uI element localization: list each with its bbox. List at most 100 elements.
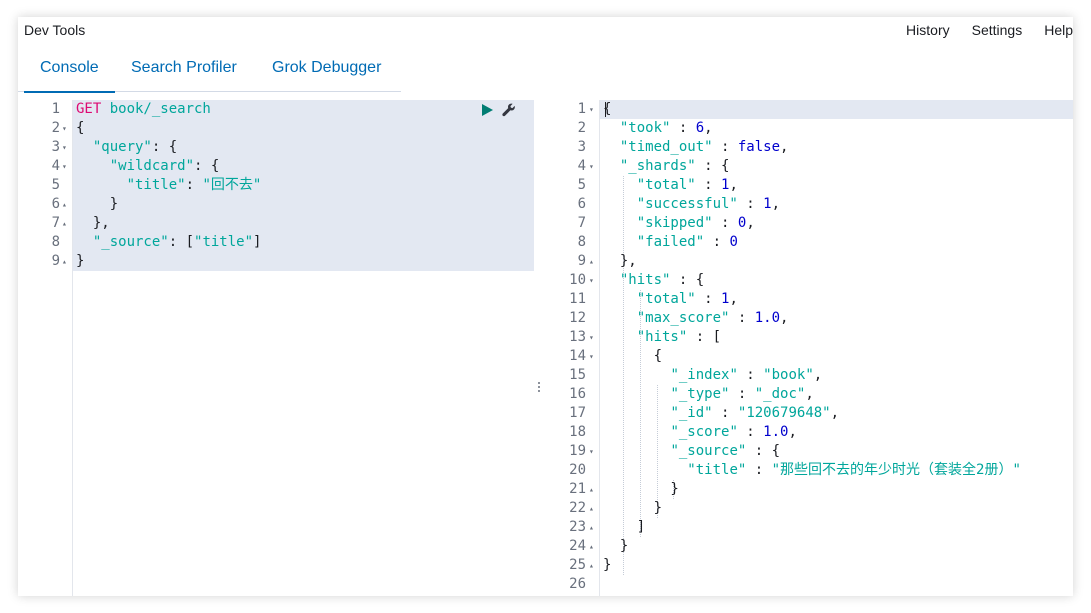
- line-number: 19: [569, 443, 586, 459]
- tab-search-profiler[interactable]: Search Profiler: [131, 59, 237, 76]
- code-token: "_shards": [619, 158, 696, 174]
- code-token: GET: [76, 101, 110, 117]
- code-token: [603, 215, 637, 231]
- code-text: }: [603, 556, 611, 575]
- fold-close-icon[interactable]: ▴: [589, 485, 594, 494]
- fold-open-icon[interactable]: ▾: [589, 447, 594, 456]
- code-token: : {: [670, 272, 705, 288]
- fold-open-icon[interactable]: ▾: [62, 162, 67, 171]
- line-number: 5: [51, 177, 60, 193]
- fold-open-icon[interactable]: ▾: [589, 352, 594, 361]
- app-title: Dev Tools: [24, 22, 86, 38]
- code-token: : {: [151, 139, 178, 155]
- code-token: "_score": [670, 424, 738, 440]
- line-number: 2: [51, 120, 60, 136]
- response-line: 24▴ }: [549, 537, 1073, 556]
- code-token: 1.0: [763, 424, 789, 440]
- pane-resizer[interactable]: [536, 380, 542, 396]
- fold-open-icon[interactable]: ▾: [62, 124, 67, 133]
- code-token: [603, 291, 637, 307]
- code-token: "回不去": [202, 177, 262, 193]
- code-token: ,: [729, 291, 738, 307]
- code-token: ,: [780, 310, 789, 326]
- code-text: GET book/_search: [76, 100, 211, 119]
- code-token: [603, 139, 620, 155]
- wrench-icon[interactable]: [502, 103, 516, 117]
- line-number: 18: [569, 424, 586, 440]
- code-text: "skipped" : 0,: [603, 214, 755, 233]
- code-token: ,: [805, 386, 814, 402]
- line-number: 20: [569, 462, 586, 478]
- code-token: [603, 405, 670, 421]
- fold-close-icon[interactable]: ▴: [589, 542, 594, 551]
- response-line: 20 "title" : "那些回不去的年少时光（套装全2册）": [549, 461, 1073, 480]
- code-token: "_id": [670, 405, 713, 421]
- code-token: {: [76, 120, 85, 136]
- code-token: [603, 386, 670, 402]
- settings-link[interactable]: Settings: [971, 22, 1023, 38]
- line-number: 13: [569, 329, 586, 345]
- tab-console[interactable]: Console: [24, 59, 115, 93]
- response-line: 17 "_id" : "120679648",: [549, 404, 1073, 423]
- play-icon[interactable]: [480, 103, 494, 117]
- code-token: [76, 158, 110, 174]
- request-line: 5 "title": "回不去": [22, 176, 534, 195]
- line-number: 22: [569, 500, 586, 516]
- code-text: },: [603, 252, 637, 271]
- code-token: : [: [687, 329, 722, 345]
- fold-open-icon[interactable]: ▾: [62, 143, 67, 152]
- code-token: book/_search: [109, 101, 211, 117]
- code-text: "_shards" : {: [603, 157, 730, 176]
- response-line: 2 "took" : 6,: [549, 119, 1073, 138]
- help-link[interactable]: Help: [1044, 22, 1073, 38]
- top-links: History Settings Help: [884, 22, 1073, 38]
- fold-open-icon[interactable]: ▾: [589, 105, 594, 114]
- code-text: "successful" : 1,: [603, 195, 780, 214]
- code-text: "_score" : 1.0,: [603, 423, 797, 442]
- fold-close-icon[interactable]: ▴: [589, 523, 594, 532]
- code-token: "timed_out": [619, 139, 713, 155]
- code-token: "hits": [636, 329, 688, 345]
- response-highlight: [549, 100, 1073, 119]
- code-token: }: [76, 196, 119, 212]
- fold-open-icon[interactable]: ▾: [589, 276, 594, 285]
- fold-close-icon[interactable]: ▴: [62, 219, 67, 228]
- code-text: "query": {: [76, 138, 177, 157]
- line-number: 1: [577, 101, 586, 117]
- code-token: false: [737, 139, 781, 155]
- line-number: 24: [569, 538, 586, 554]
- code-text: "wildcard": {: [76, 157, 220, 176]
- response-line: 9▴ },: [549, 252, 1073, 271]
- code-token: "successful": [636, 196, 738, 212]
- tab-grok-debugger[interactable]: Grok Debugger: [272, 59, 382, 76]
- dev-tools-window: Dev Tools History Settings Help Console …: [18, 17, 1073, 596]
- line-number: 2: [577, 120, 586, 136]
- history-link[interactable]: History: [906, 22, 950, 38]
- fold-open-icon[interactable]: ▾: [589, 333, 594, 342]
- fold-close-icon[interactable]: ▴: [589, 257, 594, 266]
- line-number: 23: [569, 519, 586, 535]
- fold-close-icon[interactable]: ▴: [589, 561, 594, 570]
- line-number: 3: [577, 139, 586, 155]
- code-text: }: [603, 480, 678, 499]
- response-line: 25▴}: [549, 556, 1073, 575]
- code-token: :: [746, 462, 772, 478]
- fold-close-icon[interactable]: ▴: [62, 257, 67, 266]
- fold-close-icon[interactable]: ▴: [589, 504, 594, 513]
- code-token: :: [712, 139, 738, 155]
- code-token: ,: [788, 424, 797, 440]
- indent-guide: [656, 385, 658, 518]
- code-token: :: [695, 177, 722, 193]
- fold-open-icon[interactable]: ▾: [589, 162, 594, 171]
- line-number: 1: [51, 101, 60, 117]
- code-token: "total": [636, 177, 696, 193]
- fold-close-icon[interactable]: ▴: [62, 200, 67, 209]
- response-line: 18 "_score" : 1.0,: [549, 423, 1073, 442]
- line-number: 7: [51, 215, 60, 231]
- code-token: }: [603, 557, 612, 573]
- response-viewer[interactable]: 1▾{2 "took" : 6,3 "timed_out" : false,4▾…: [549, 100, 1073, 596]
- code-token: "total": [636, 291, 696, 307]
- request-line: 3▾ "query": {: [22, 138, 534, 157]
- code-token: ]: [253, 234, 262, 250]
